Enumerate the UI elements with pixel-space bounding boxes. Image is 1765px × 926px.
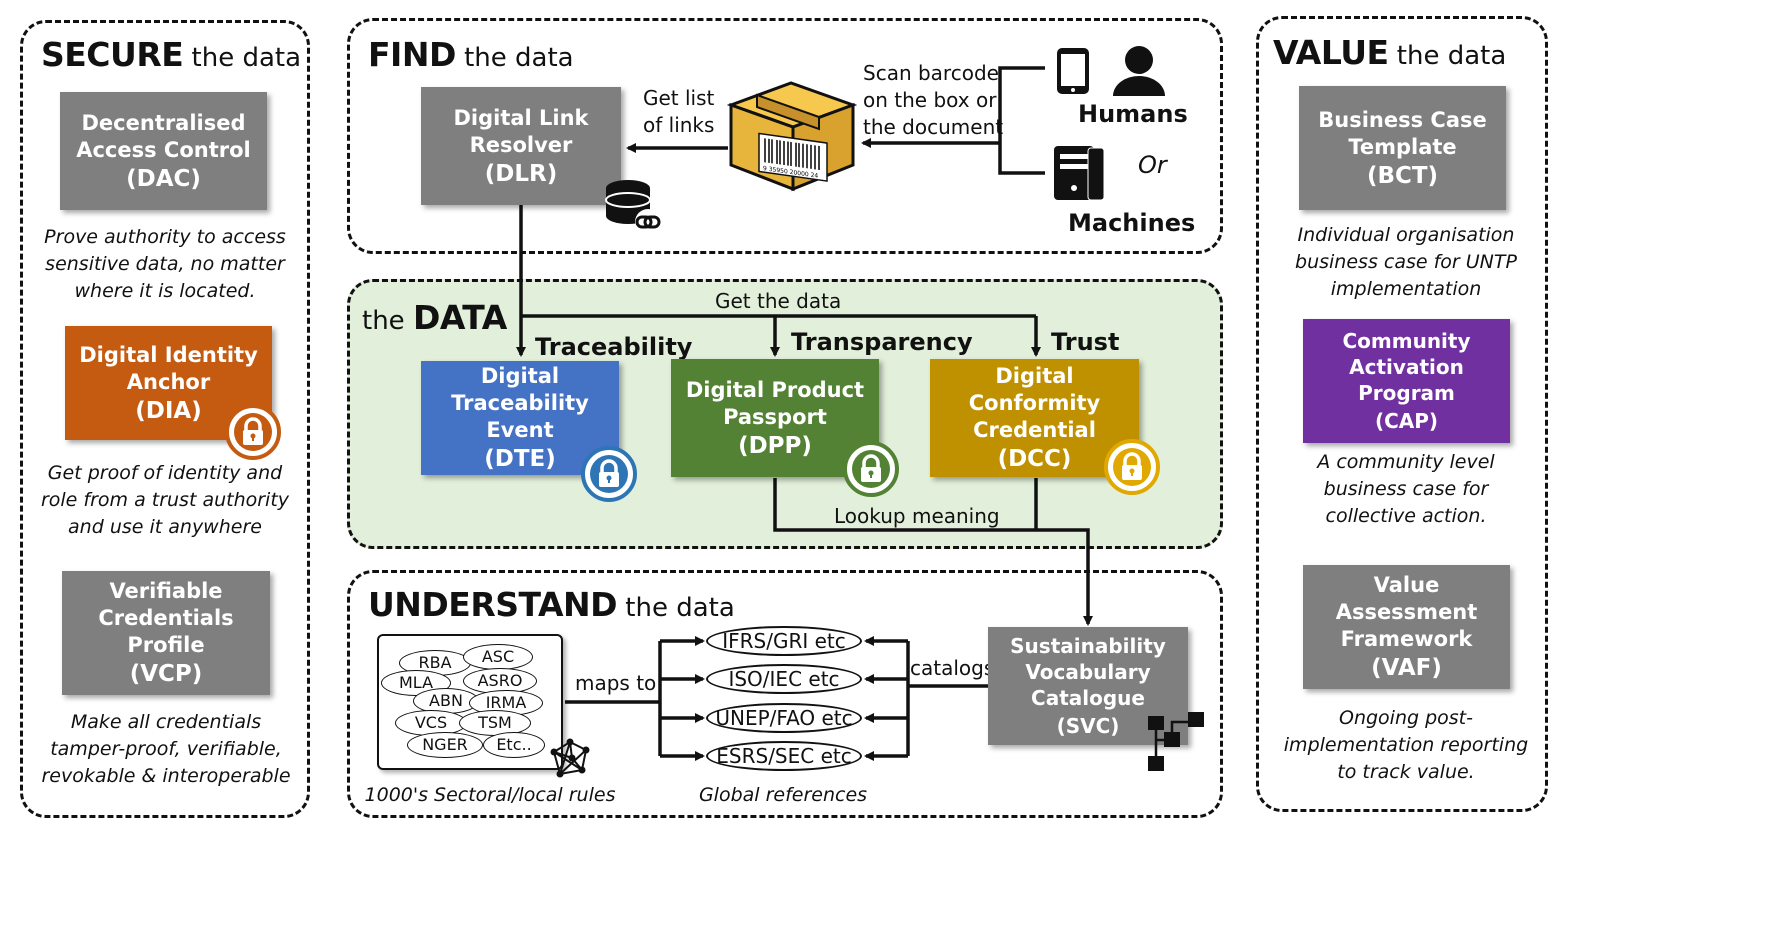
rule-nger: NGER [407,732,483,758]
find-title: FIND the data [368,35,574,74]
dia-lock-icon [225,404,281,460]
value-title: VALUE the data [1273,33,1507,72]
maps-to-label: maps to [575,671,657,695]
person-icon [1113,46,1165,96]
lookup-meaning-label: Lookup meaning [834,504,1000,528]
dpp-lock-icon [843,441,899,497]
dcc-lock-icon [1104,439,1160,495]
secure-title: SECURE the data [41,35,302,74]
product-box-icon: 9 35950 20000 24 [727,81,857,192]
rule-vcs: VCS [395,710,467,736]
rule-etc: Etc.. [483,732,545,758]
machines-label: Machines [1068,209,1196,237]
transparency-label: Transparency [791,328,973,356]
rule-asro: ASRO [463,668,537,694]
value-panel: VALUE the data [1256,16,1548,812]
rule-mla: MLA [381,670,451,696]
secure-panel: SECURE the data [20,20,310,818]
network-icon [550,738,590,778]
understand-title: UNDERSTAND the data [368,585,735,624]
trust-label: Trust [1051,328,1120,356]
local-rules-cloud: RBA ASC MLA ASRO ABN IRMA VCS TSM NGER E… [377,634,563,770]
find-panel: FIND the data [347,18,1223,254]
traceability-label: Traceability [535,333,693,361]
rule-asc: ASC [463,644,533,670]
ref-esrs-sec: ESRS/SEC etc [706,741,862,771]
computer-icon [1054,146,1105,201]
or-label: Or [1138,151,1167,179]
ref-ifrs-gri: IFRS/GRI etc [706,626,862,656]
catalogs-label: catalogs [910,656,995,680]
get-the-data-label: Get the data [715,289,842,313]
hierarchy-icon [1148,712,1204,771]
refs-caption: Global references [698,784,868,806]
data-title: the DATA [362,298,507,337]
database-link-icon [605,180,661,235]
phone-icon [1057,48,1089,94]
rules-caption: 1000's Sectoral/local rules [364,784,616,806]
dte-lock-icon [581,446,637,502]
ref-iso-iec: ISO/IEC etc [706,664,862,694]
humans-label: Humans [1078,100,1188,128]
ref-unep-fao: UNEP/FAO etc [706,703,862,733]
understand-panel: UNDERSTAND the data [347,570,1223,818]
